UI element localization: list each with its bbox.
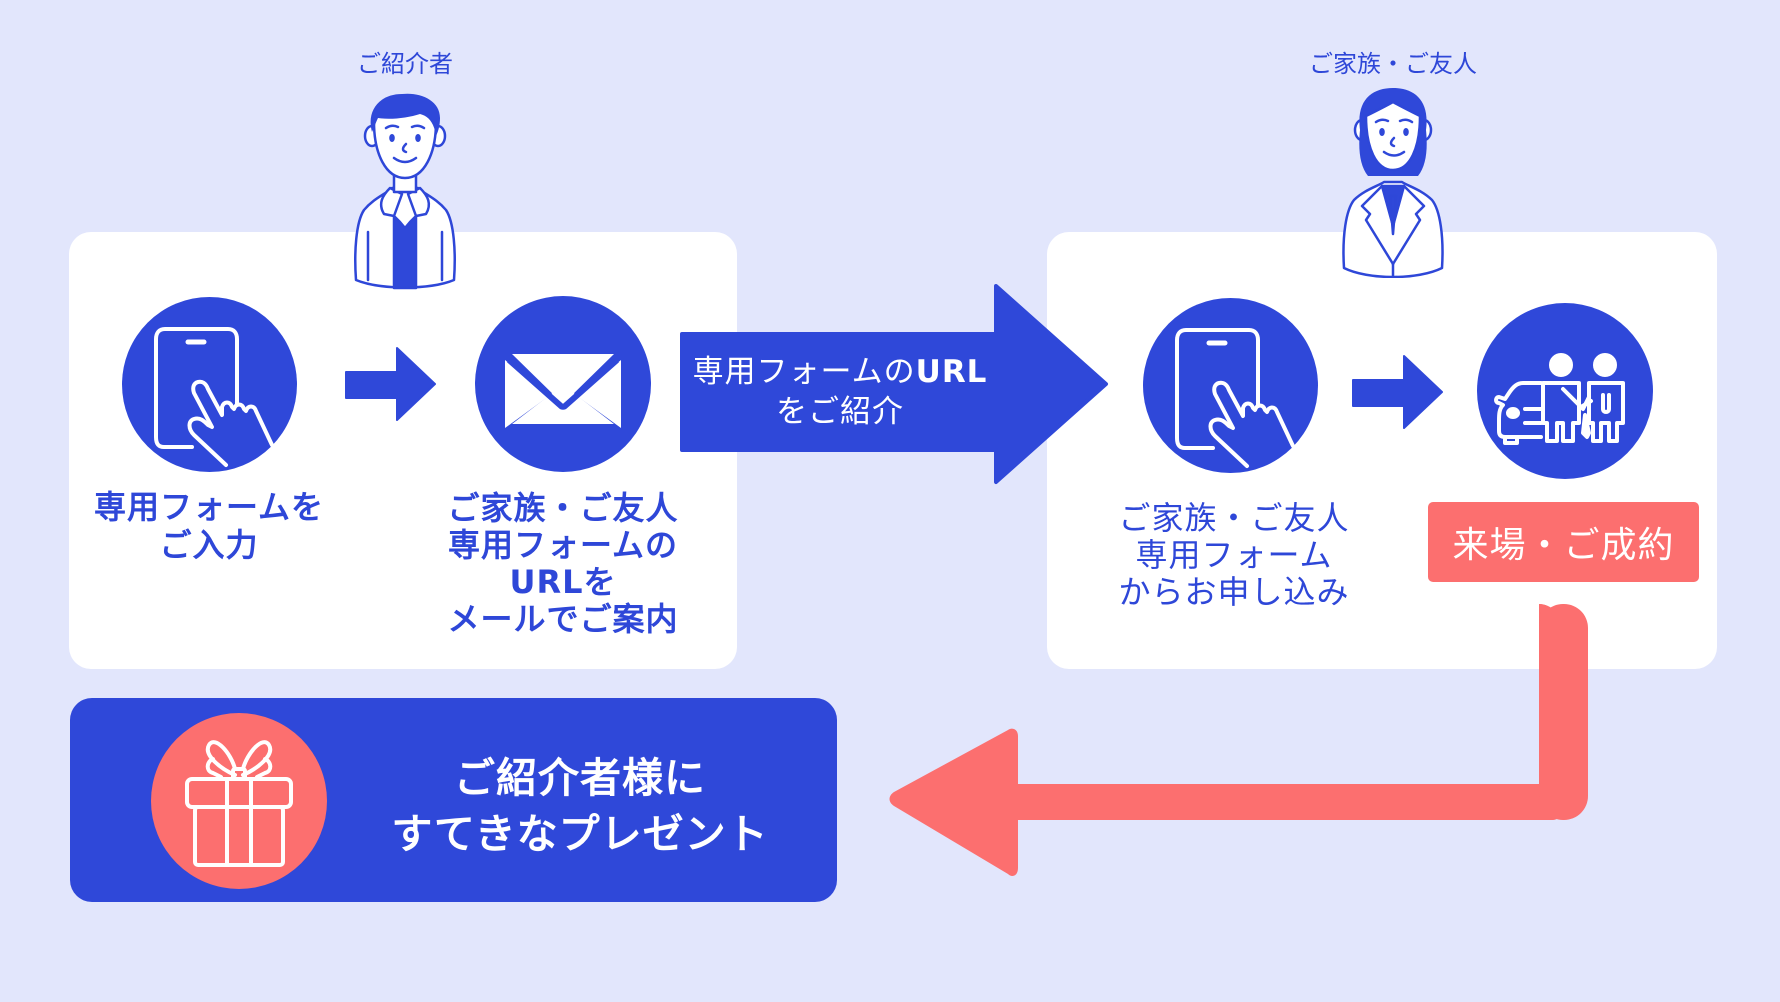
text-line: メールでご案内 [447, 600, 679, 638]
step-apply-text: ご家族・ご友人 専用フォーム からお申し込み [1094, 500, 1374, 611]
text-line: すてきなプレゼント [391, 810, 769, 858]
text-line: 専用フォームの [447, 526, 679, 564]
text-span-bold: URL [915, 354, 988, 390]
visit-contract-badge: 来場・ご成約 [1428, 502, 1699, 582]
step-arrow-right-icon [1352, 355, 1443, 429]
smartphone-tap-icon [1175, 328, 1295, 468]
gift-circle [151, 713, 327, 889]
text-line: からお申し込み [1118, 573, 1350, 611]
text-span: 専用フォームの [692, 354, 916, 390]
referrer-label: ご紹介者 [357, 50, 453, 78]
text-line: 専用フォームを [93, 488, 325, 526]
step-arrow-right-icon [345, 347, 436, 421]
text-line: URLを [509, 563, 617, 601]
text-line: をご紹介 [776, 394, 904, 430]
step-contract-circle [1477, 303, 1653, 479]
text-line: 専用フォーム [1135, 536, 1333, 574]
reward-return-arrow-icon [889, 604, 1588, 876]
text-line: ご紹介者様に [454, 754, 706, 802]
step-apply-circle [1143, 298, 1318, 473]
referral-arrow-text: 専用フォームのURL をご紹介 [682, 352, 998, 432]
step-input-form-circle [122, 297, 297, 472]
reward-text: ご紹介者様に すてきなプレゼント [380, 750, 780, 862]
text-line: ご家族・ご友人 [447, 489, 679, 527]
text-line: 専用フォームのURL [682, 352, 998, 392]
car-handshake-icon [1494, 353, 1625, 445]
step-input-form-text: 専用フォームを ご入力 [69, 488, 349, 564]
text-line: ご入力 [159, 526, 259, 564]
step-email-text: ご家族・ご友人 専用フォームの URLを メールでご案内 [423, 490, 703, 638]
step-email-circle [475, 296, 651, 472]
man-avatar-icon [354, 93, 456, 290]
text-line: ご家族・ご友人 [1118, 499, 1350, 537]
referral-arrow-right-icon [680, 284, 1108, 484]
smartphone-tap-icon [154, 327, 274, 467]
envelope-icon [505, 354, 621, 428]
family-label: ご家族・ご友人 [1309, 50, 1477, 78]
gift-icon [185, 740, 293, 867]
woman-avatar-icon [1342, 88, 1444, 278]
